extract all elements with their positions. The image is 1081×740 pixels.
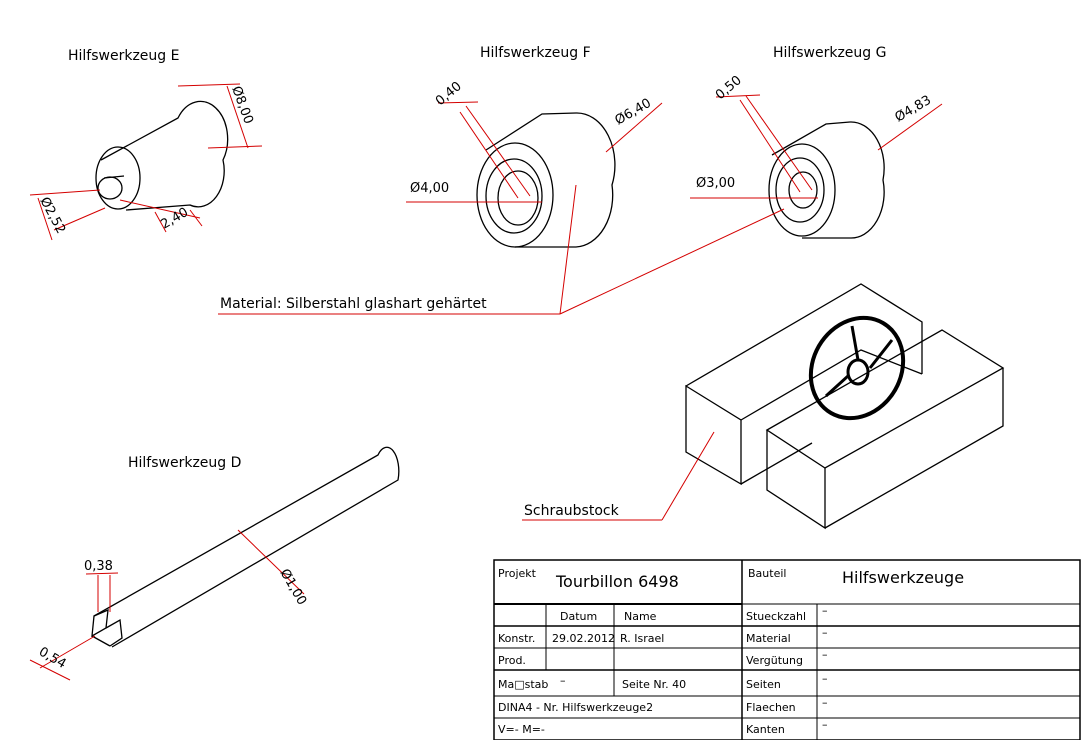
dim-e-dia-outer: Ø8,00 xyxy=(228,84,255,126)
title-block xyxy=(493,559,1081,740)
dim-d-dia: Ø1,00 xyxy=(277,567,310,608)
label-tool-f: Hilfswerkzeug F xyxy=(480,45,591,61)
tb-format: DINA4 - Nr. Hilfswerkzeuge2 xyxy=(498,701,653,714)
tb-projekt-label: Projekt xyxy=(498,567,537,580)
tool-e-dimensions xyxy=(29,83,263,241)
dim-f-dia-inner: Ø4,00 xyxy=(410,181,449,196)
tb-projekt-value: Tourbillon 6498 xyxy=(555,572,679,591)
tb-material-value: – xyxy=(822,626,828,639)
tb-massstab-value: – xyxy=(560,674,566,687)
tb-flaechen-value: – xyxy=(822,696,828,709)
tb-prod-label: Prod. xyxy=(498,654,526,667)
tool-g-dimensions xyxy=(690,94,943,199)
dim-g-wall: 0,50 xyxy=(713,73,745,103)
material-note: Material: Silberstahl glashart gehärtet xyxy=(220,296,487,312)
tb-kanten-label: Kanten xyxy=(746,723,785,736)
dim-g-dia-inner: Ø3,00 xyxy=(696,176,735,191)
tool-d-dimensions xyxy=(29,529,305,681)
tb-material-label: Material xyxy=(746,632,791,645)
tool-f-drawing xyxy=(476,112,616,248)
vise-drawing xyxy=(685,283,1005,530)
material-leader xyxy=(218,184,785,315)
dim-e-dia-inner: Ø2,52 xyxy=(36,195,68,237)
tb-seite: Seite Nr. 40 xyxy=(622,678,686,691)
tb-verguetung-value: – xyxy=(822,648,828,661)
dim-f-wall: 0,40 xyxy=(433,79,465,109)
label-tool-d: Hilfswerkzeug D xyxy=(128,455,241,471)
tb-konstr-name: R. Israel xyxy=(620,632,664,645)
tb-seiten-label: Seiten xyxy=(746,678,781,691)
tb-stueckzahl-value: – xyxy=(822,604,828,617)
tb-bauteil-value: Hilfswerkzeuge xyxy=(842,568,964,587)
tb-flaechen-label: Flaechen xyxy=(746,701,796,714)
tb-stueckzahl-label: Stueckzahl xyxy=(746,610,806,623)
label-vise: Schraubstock xyxy=(524,503,620,519)
tool-e-drawing xyxy=(95,100,229,211)
vise-leader xyxy=(522,431,715,521)
tb-datum-label: Datum xyxy=(560,610,597,623)
tool-g-drawing xyxy=(768,121,885,239)
label-tool-e: Hilfswerkzeug E xyxy=(68,48,179,64)
tb-verguetung-label: Vergütung xyxy=(746,654,803,667)
label-tool-g: Hilfswerkzeug G xyxy=(773,45,886,61)
tb-seiten-value: – xyxy=(822,672,828,685)
tb-konstr-label: Konstr. xyxy=(498,632,535,645)
dim-e-length: 2,40 xyxy=(159,205,192,232)
tb-name-label: Name xyxy=(624,610,657,623)
tool-f-dimensions xyxy=(406,101,663,203)
dim-f-dia-outer: Ø6,40 xyxy=(613,96,654,129)
tb-bauteil-label: Bauteil xyxy=(748,567,786,580)
title-block-text: Projekt Tourbillon 6498 Bauteil Hilfswer… xyxy=(498,567,964,736)
dim-g-dia-outer: Ø4,83 xyxy=(893,93,934,126)
tb-massstab-label: Ma□stab xyxy=(498,678,548,691)
dim-d-slot: 0,38 xyxy=(84,559,113,574)
tool-d-drawing xyxy=(91,446,400,648)
tb-konstr-datum: 29.02.2012 xyxy=(552,632,615,645)
tb-kanten-value: – xyxy=(822,718,828,731)
tb-vm: V=- M=- xyxy=(498,723,545,736)
